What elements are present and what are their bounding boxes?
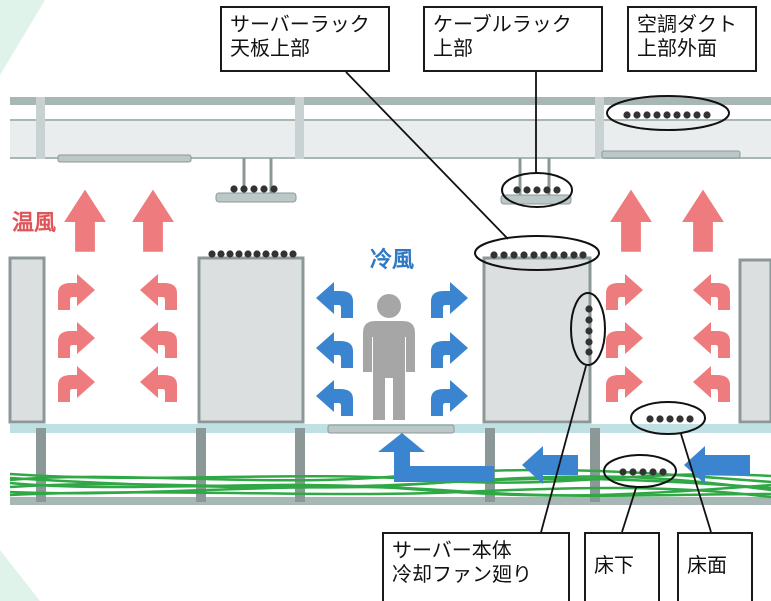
sensor-dot-icon — [230, 185, 278, 193]
ceiling-post — [295, 97, 304, 159]
floor-post — [590, 428, 600, 502]
sensor-dot-icon — [623, 111, 711, 119]
label-under-floor: 床下 — [584, 532, 660, 601]
ceiling-light — [57, 154, 192, 163]
base-floor — [10, 497, 771, 505]
label-server-fan: サーバー本体 冷却ファン廻り — [382, 532, 570, 601]
label-floor-surface: 床面 — [677, 532, 753, 601]
cable-tray-right — [500, 194, 572, 205]
under-floor-cables — [9, 468, 771, 499]
cold-air-label: 冷風 — [370, 248, 415, 273]
floor-post — [295, 428, 305, 502]
cold-air-arrow-left — [522, 446, 578, 484]
server-rack-edge-right — [738, 258, 771, 424]
cold-air-arrow-left — [684, 446, 750, 484]
floor-post — [36, 428, 46, 502]
corner-decoration — [0, 0, 45, 75]
ceiling-light — [601, 150, 741, 159]
sensor-group-cable-tray-left — [230, 185, 278, 193]
cold-air-return-arrow — [378, 433, 494, 482]
label-duct-outer-top: 空調ダクト 上部外面 — [627, 6, 757, 72]
label-rack-top: サーバーラック 天板上部 — [220, 6, 390, 72]
label-cable-rack-top: ケーブルラック 上部 — [423, 6, 603, 72]
ceiling-post — [36, 97, 45, 159]
server-rack-edge-left — [8, 256, 46, 424]
sensor-group-under-floor — [603, 454, 677, 488]
person-icon — [363, 294, 415, 420]
server-rack — [197, 256, 305, 424]
leader-lines — [345, 71, 712, 537]
corner-decoration — [0, 550, 40, 601]
cold-air-arrow-icon — [316, 282, 750, 484]
warm-air-label: 温風 — [12, 211, 57, 236]
floor-grille — [327, 424, 455, 434]
sensor-dot-icon — [646, 415, 694, 423]
ceiling-frame — [10, 97, 771, 105]
sensor-group-server-fan — [570, 292, 606, 366]
server-rack — [482, 256, 592, 424]
sensor-dot-icon — [619, 468, 667, 476]
ceiling-post — [595, 97, 604, 159]
cable-tray-left — [215, 192, 297, 203]
sensor-group-duct-outer-top — [606, 95, 730, 131]
sensor-dot-icon — [585, 305, 593, 356]
sensor-dot-icon — [513, 186, 561, 194]
sensor-dot-icon — [490, 251, 587, 259]
sensor-group-rack-left-top — [208, 250, 297, 258]
floor-post — [196, 428, 206, 502]
sensor-group-rack-top — [474, 235, 600, 271]
sensor-dot-icon — [208, 250, 297, 258]
floor-post — [485, 428, 495, 502]
sensor-group-cable-rack-top — [501, 172, 573, 208]
sensor-group-floor-surface — [630, 401, 706, 435]
